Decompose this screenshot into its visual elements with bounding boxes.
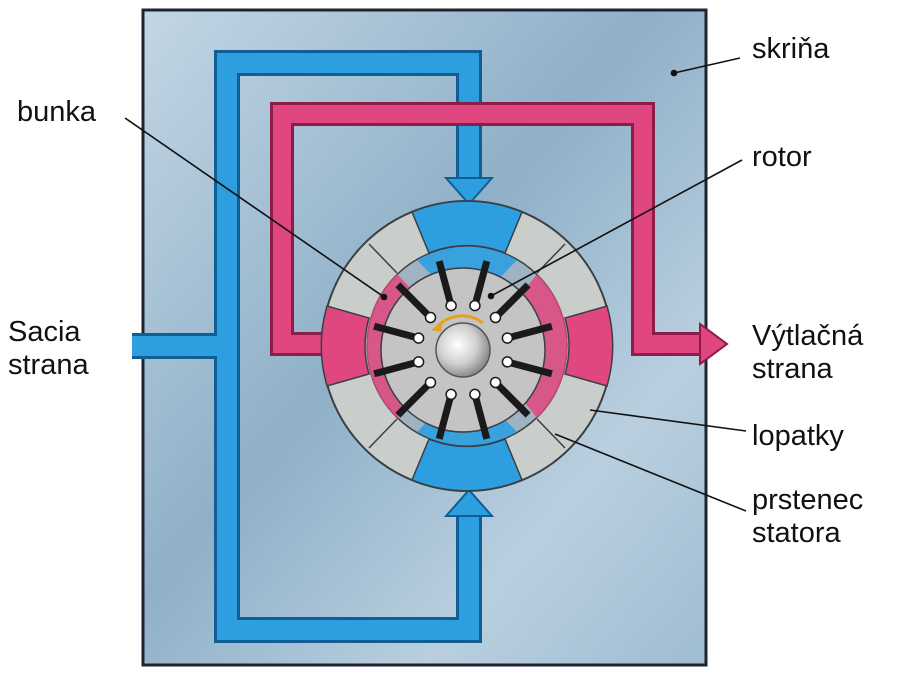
label-suction: Sacia strana: [8, 316, 89, 382]
label-stator-ring: prstenec statora: [752, 484, 863, 550]
vane-pin: [424, 311, 437, 324]
label-housing: skriňa: [752, 33, 830, 65]
label-stator-line2: statora: [752, 517, 841, 549]
vane-pin: [501, 332, 514, 344]
discharge-path: [273, 105, 700, 353]
label-discharge: Výtlačná strana: [752, 320, 863, 386]
stator-port-bottom: [411, 438, 523, 492]
stator-segment-right: [564, 305, 614, 387]
label-stator-line1: prstenec: [752, 484, 864, 516]
discharge-channel: [270, 102, 729, 366]
vane-pin: [501, 356, 514, 368]
leader-vanes: [589, 409, 747, 432]
label-suction-line2: strana: [8, 349, 89, 381]
leader-rotor: [490, 159, 743, 297]
stator-segment-left: [320, 305, 370, 387]
vane-pin: [469, 388, 481, 401]
vane-pin: [489, 376, 502, 389]
rotor-hub: [435, 322, 491, 378]
label-cell: bunka: [17, 96, 97, 128]
leader-lines: [124, 57, 747, 512]
vane-pin: [412, 356, 425, 368]
label-suction-line1: Sacia: [8, 316, 81, 348]
suction-channel: [132, 50, 495, 643]
vane-pin: [424, 376, 437, 389]
label-vanes: lopatky: [752, 420, 844, 452]
label-discharge-line1: Výtlačná: [752, 320, 864, 352]
vane-pins: [412, 299, 514, 401]
suction-arrow-bottom: [443, 488, 495, 517]
leader-cell: [124, 117, 385, 298]
rotor: [373, 260, 553, 440]
label-rotor: rotor: [752, 141, 812, 173]
vane-pin: [469, 299, 481, 312]
suction-arrow-top: [443, 177, 495, 206]
vane-pin: [445, 388, 457, 401]
vane-pin: [412, 332, 425, 344]
vane-pin: [489, 311, 502, 324]
suction-path: [132, 53, 479, 640]
rotation-arrow-head: [431, 320, 443, 332]
vane-pin: [445, 299, 457, 312]
leader-stator: [554, 433, 747, 512]
discharge-arrow: [699, 322, 729, 366]
label-discharge-line2: strana: [752, 353, 833, 385]
leader-housing: [673, 57, 741, 74]
